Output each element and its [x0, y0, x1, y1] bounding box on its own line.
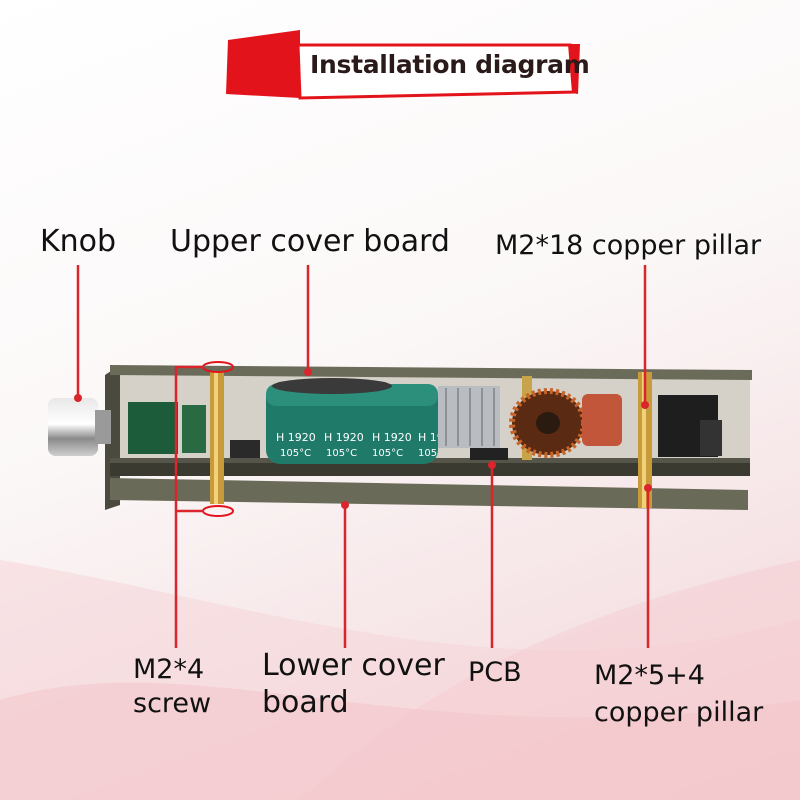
label-pcb: PCB [468, 657, 522, 688]
svg-text:H 1920: H 1920 [276, 431, 316, 444]
label-lower-cover-line1: Lower cover [262, 648, 445, 683]
header-banner [226, 30, 580, 100]
leader-m2-4 [174, 365, 204, 648]
svg-text:105°C: 105°C [326, 448, 357, 459]
label-m2-4-line2: screw [133, 688, 212, 719]
page-title: Installation diagram [310, 50, 590, 79]
upper-cover-board [110, 365, 752, 380]
label-upper-cover-board: Upper cover board [170, 224, 450, 259]
svg-text:105°C: 105°C [280, 448, 311, 459]
label-m2-5-4-line2: copper pillar [594, 697, 764, 728]
label-m2-5-4-line1: M2*5+4 [594, 660, 705, 691]
svg-text:H 1920: H 1920 [372, 431, 412, 444]
label-knob: Knob [40, 224, 117, 259]
lower-cover-board [110, 478, 748, 510]
svg-text:105°C: 105°C [372, 448, 403, 459]
label-m2-18-copper-pillar: M2*18 copper pillar [495, 230, 762, 261]
pcb-board [110, 462, 750, 476]
svg-text:105: 105 [418, 448, 437, 459]
label-m2-4-line1: M2*4 [133, 654, 205, 685]
svg-text:H 19: H 19 [418, 431, 444, 444]
capacitor: H 1920 H 1920 H 1920 H 19 105°C 105°C 10… [266, 378, 444, 464]
knob [48, 398, 111, 456]
svg-text:H 1920: H 1920 [324, 431, 364, 444]
toroid-inductor [509, 388, 587, 458]
label-lower-cover-line2: board [262, 685, 349, 720]
